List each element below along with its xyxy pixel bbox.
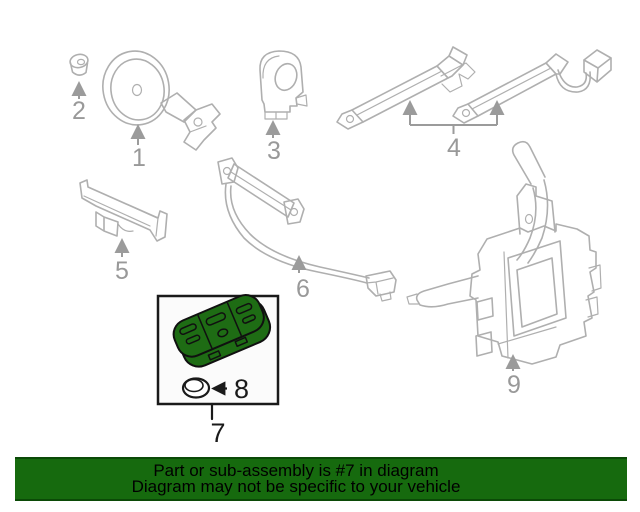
banner-line-2: Diagram may not be specific to your vehi… <box>131 477 461 496</box>
part-4-callout <box>402 100 505 134</box>
part-3-coil-drawing <box>259 50 308 120</box>
part-6-antenna-cable-drawing <box>217 157 397 302</box>
part-label-5: 5 <box>115 257 129 285</box>
part-label-3: 3 <box>267 137 281 165</box>
part-9-module-drawing <box>406 140 602 365</box>
part-5-bracket-drawing <box>79 179 168 242</box>
part-label-7: 7 <box>210 418 225 448</box>
part-2-nut-drawing <box>69 53 89 76</box>
part-label-1: 1 <box>132 144 146 172</box>
part-label-6: 6 <box>296 275 310 303</box>
part-label-2: 2 <box>72 97 86 125</box>
part-label-8: 8 <box>234 374 249 404</box>
part-8-battery-drawing <box>181 377 211 399</box>
part-7-key-fob-drawing <box>172 294 272 368</box>
part-label-4: 4 <box>447 134 461 162</box>
part-label-9: 9 <box>507 371 521 399</box>
diagram-canvas: 2 1 3 <box>69 46 612 448</box>
part-4-antenna-left-drawing <box>336 46 476 130</box>
banner-line-1: Part or sub-assembly is #7 in diagram <box>153 460 439 480</box>
highlight-banner: Part or sub-assembly is #7 in diagram Di… <box>15 457 627 501</box>
part-1-horn-drawing <box>102 50 221 151</box>
part-4-antenna-right-drawing <box>452 49 612 124</box>
